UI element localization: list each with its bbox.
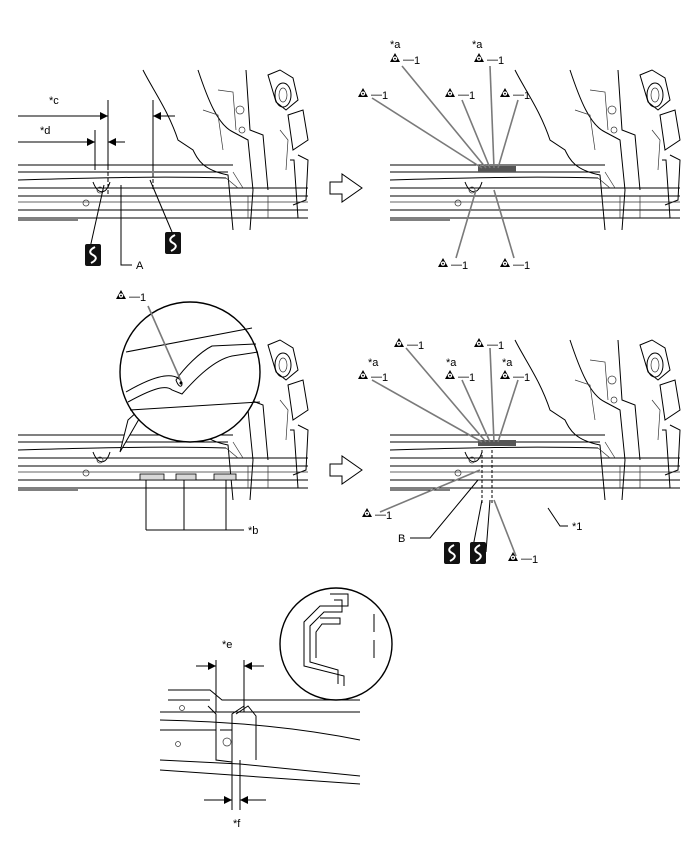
- detail-magnifier: [119, 301, 261, 443]
- svg-text:1: 1: [532, 554, 538, 566]
- weld-symbol-icon: — 1: [362, 508, 392, 522]
- label-b: *b: [248, 525, 258, 537]
- weld-symbol-icon: — 1: [116, 290, 146, 304]
- svg-text:—: —: [487, 339, 498, 351]
- svg-text:1: 1: [414, 55, 420, 67]
- label-A: A: [136, 260, 144, 272]
- next-step-arrow-icon: [329, 455, 363, 485]
- label-e: *e: [222, 639, 232, 651]
- label-1: *1: [572, 521, 582, 533]
- svg-text:1: 1: [524, 372, 530, 384]
- weld-symbol-icon: — 1: [438, 258, 468, 272]
- svg-text:—: —: [371, 89, 382, 101]
- svg-text:—: —: [403, 54, 414, 66]
- svg-text:—: —: [513, 89, 524, 101]
- svg-text:—: —: [129, 291, 140, 303]
- label-B: B: [398, 533, 405, 545]
- label-a: *a: [502, 357, 513, 369]
- svg-text:1: 1: [524, 260, 530, 272]
- weld-symbol-icon: — 1: [394, 338, 424, 352]
- weld-symbol-icon: — 1: [445, 88, 475, 102]
- saw-cut-icon: [164, 231, 182, 255]
- label-f: *f: [233, 818, 241, 830]
- svg-text:1: 1: [140, 292, 146, 304]
- svg-text:1: 1: [498, 340, 504, 352]
- saw-cut-icon: [469, 541, 487, 565]
- svg-text:—: —: [371, 371, 382, 383]
- weld-symbol-icon: — 1: [474, 53, 504, 67]
- weld-symbol-icon: — 1: [445, 370, 475, 384]
- svg-text:—: —: [458, 371, 469, 383]
- svg-text:1: 1: [498, 55, 504, 67]
- weld-symbol-icon: — 1: [358, 88, 388, 102]
- svg-text:—: —: [513, 371, 524, 383]
- svg-text:—: —: [407, 339, 418, 351]
- weld-symbol-icon: — 1: [500, 258, 530, 272]
- weld-symbol-icon: — 1: [390, 53, 420, 67]
- step-3-detail-panel: *b — 1: [17, 290, 309, 537]
- label-a: *a: [446, 357, 457, 369]
- svg-text:1: 1: [418, 340, 424, 352]
- svg-text:1: 1: [469, 372, 475, 384]
- step-2-weld-panel: — 1 *a — 1 *a — 1 — 1 — 1 — 1 — 1: [358, 39, 681, 272]
- svg-text:1: 1: [524, 90, 530, 102]
- weld-symbol-icon: — 1: [358, 370, 388, 384]
- step-1-measure-panel: *c *d A: [17, 69, 309, 272]
- svg-text:—: —: [521, 553, 532, 565]
- svg-text:—: —: [375, 509, 386, 521]
- svg-text:—: —: [487, 54, 498, 66]
- step-5-overlap-panel: *e *f: [159, 587, 393, 830]
- cross-section-detail: [279, 587, 393, 701]
- svg-text:1: 1: [469, 90, 475, 102]
- label-a: *a: [368, 357, 379, 369]
- weld-symbol-icon: — 1: [474, 338, 504, 352]
- svg-text:1: 1: [462, 260, 468, 272]
- label-d: *d: [40, 125, 50, 137]
- saw-cut-icon: [84, 243, 102, 267]
- weld-symbol-icon: — 1: [508, 552, 538, 566]
- weld-symbol-icon: — 1: [500, 370, 530, 384]
- svg-text:—: —: [458, 89, 469, 101]
- svg-text:1: 1: [382, 90, 388, 102]
- label-c: *c: [49, 95, 59, 107]
- weld-symbol-icon: — 1: [500, 88, 530, 102]
- label-a: *a: [390, 39, 401, 51]
- next-step-arrow-icon: [329, 173, 363, 203]
- svg-text:—: —: [451, 259, 462, 271]
- svg-text:1: 1: [386, 510, 392, 522]
- svg-text:1: 1: [382, 372, 388, 384]
- saw-cut-icon: [443, 541, 461, 565]
- label-a: *a: [472, 39, 483, 51]
- step-4-weld-panel: B *1 *a *a *a — 1 — 1 — 1 — 1 — 1: [358, 338, 681, 566]
- svg-text:—: —: [513, 259, 524, 271]
